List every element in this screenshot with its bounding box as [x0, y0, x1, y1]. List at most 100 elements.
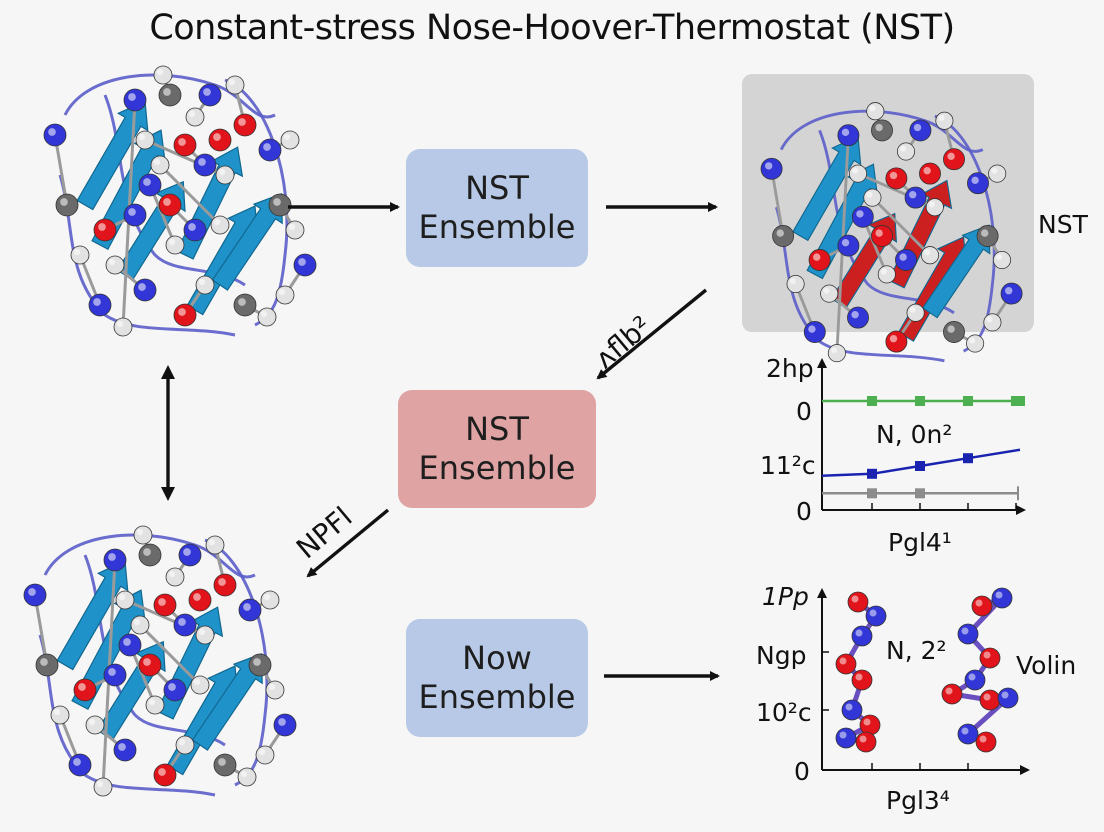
atom	[803, 321, 826, 343]
atom	[88, 293, 112, 317]
atom-highlight	[183, 548, 191, 556]
atom	[255, 745, 275, 765]
atom	[895, 249, 917, 271]
atom-highlight	[808, 325, 816, 333]
chart1-xlabel: Pgl4¹	[888, 528, 952, 557]
atom	[153, 65, 173, 85]
atom-highlight	[288, 223, 296, 231]
atom	[851, 205, 874, 228]
chart1-point	[915, 461, 925, 471]
chart1-point	[867, 488, 877, 499]
atom-highlight	[813, 253, 821, 261]
chart2-annotation: N, 2²	[886, 636, 947, 665]
atom-highlight	[841, 239, 850, 247]
atom-highlight	[263, 593, 271, 601]
atom-highlight	[40, 658, 48, 666]
atom	[178, 543, 202, 567]
atom-highlight	[969, 337, 976, 344]
atom	[173, 133, 197, 157]
arrow-middle-to-bottom-left	[306, 508, 390, 578]
atom	[983, 313, 1002, 332]
atom-highlight	[108, 258, 116, 266]
atom-highlight	[53, 708, 61, 716]
atom-highlight	[909, 306, 916, 313]
atom-highlight	[73, 758, 81, 766]
atom	[55, 193, 79, 217]
chart1-point	[915, 396, 925, 406]
line-chart	[817, 358, 1026, 515]
atom-highlight	[148, 698, 156, 706]
atom-highlight	[889, 335, 898, 343]
atom	[173, 613, 197, 637]
chart2-atom-highlight	[869, 609, 877, 617]
chart1-point	[915, 488, 925, 499]
chart1-point	[867, 396, 877, 406]
atom	[208, 128, 232, 152]
chart2-atom-highlight	[845, 703, 853, 711]
bond	[871, 196, 932, 257]
atom	[93, 218, 117, 242]
chart2-atom	[957, 723, 979, 745]
protein-structure-top-left	[43, 65, 317, 337]
atom	[273, 713, 297, 737]
atom	[258, 138, 282, 162]
atom	[920, 246, 940, 265]
atom-highlight	[924, 249, 931, 256]
atom-highlight	[991, 167, 998, 174]
chart1-point	[867, 468, 877, 479]
atom	[175, 735, 195, 755]
atom-highlight	[96, 780, 104, 788]
atom	[847, 306, 869, 329]
atom	[275, 285, 295, 305]
molecular-chart	[817, 587, 1030, 775]
atom	[118, 633, 142, 657]
chart2-atom-highlight	[979, 735, 987, 743]
atom-highlight	[213, 133, 221, 141]
chart2-ytick-ngp: Ngp	[756, 641, 807, 670]
atom-highlight	[198, 628, 206, 636]
chart2-atom-highlight	[839, 731, 847, 739]
atom	[285, 220, 305, 240]
atom-highlight	[986, 316, 993, 323]
atom	[976, 225, 999, 247]
chart2-atom-highlight	[961, 727, 969, 735]
atom-highlight	[253, 658, 261, 666]
atom-highlight	[869, 105, 876, 112]
atom-highlight	[218, 168, 226, 176]
atom	[145, 695, 165, 715]
atom-highlight	[128, 208, 136, 216]
atom	[237, 767, 257, 787]
atom	[185, 107, 205, 127]
atom-highlight	[947, 152, 955, 161]
protein-structure-bottom-left	[23, 525, 297, 797]
atom-highlight	[260, 310, 268, 318]
atom-highlight	[283, 133, 291, 141]
atom	[210, 215, 230, 235]
atom-highlight	[118, 593, 126, 601]
now-ensemble-box[interactable]: Now Ensemble	[406, 619, 588, 737]
nst-ensemble-box-top[interactable]: NST Ensemble	[406, 149, 588, 267]
chart2-atom-highlight	[968, 673, 976, 681]
atom	[837, 234, 860, 257]
atom-highlight	[852, 167, 859, 174]
atom-highlight	[188, 110, 196, 118]
atom-highlight	[48, 128, 56, 136]
atom	[260, 590, 280, 610]
atom-highlight	[156, 68, 164, 76]
atom	[183, 218, 207, 242]
atom-highlight	[789, 278, 796, 285]
nst-ensemble-box-middle[interactable]: NST Ensemble	[398, 390, 596, 508]
chart2-atom	[847, 591, 869, 613]
chart2-atom-highlight	[945, 687, 953, 695]
atom-highlight	[203, 88, 211, 96]
atom	[165, 235, 185, 255]
atom-highlight	[213, 218, 221, 226]
atom-highlight	[823, 287, 830, 294]
atom	[213, 753, 237, 777]
atom-highlight	[240, 770, 248, 778]
atom-highlight	[913, 123, 922, 132]
atom	[163, 678, 187, 702]
atom-highlight	[178, 138, 186, 146]
chart2-xlabel: Pgl3⁴	[886, 786, 950, 815]
chart2-atom	[979, 647, 1001, 669]
